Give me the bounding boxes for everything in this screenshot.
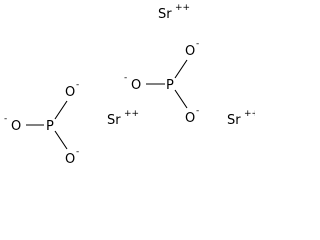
oxygen-bottom-down-charge: - (76, 147, 79, 157)
oxygen-atom-bottom-up: O (65, 85, 75, 100)
oxygen-bottom-left-charge: - (4, 114, 7, 124)
oxygen-top-up-charge: - (196, 39, 199, 49)
bond-bottom-p-o-down (54, 130, 68, 150)
chemical-structure: Sr ++ P O - - O O - Sr ++ Sr ++ P O - - … (4, 3, 255, 167)
sr-cation-middle-right-charge: ++ (244, 109, 255, 119)
oxygen-bottom-up-charge: - (76, 80, 79, 90)
oxygen-atom-top-left: O (131, 78, 141, 93)
sr-cation-middle-right: Sr (227, 113, 241, 128)
bond-top-p-o-up (174, 59, 188, 79)
sr-cation-top: Sr (158, 7, 172, 22)
sr-cation-middle-left: Sr (107, 113, 121, 128)
sr-cation-middle-left-charge: ++ (124, 109, 139, 119)
bond-bottom-p-o-up (54, 100, 68, 120)
bond-top-p-o-down (174, 89, 188, 109)
phosphorus-atom-top: P (166, 78, 174, 93)
phosphorus-atom-bottom: P (46, 119, 54, 134)
oxygen-top-down-charge: - (196, 106, 199, 116)
sr-cation-top-charge: ++ (175, 3, 190, 13)
oxygen-atom-bottom-down: O (65, 152, 75, 167)
oxygen-top-left-charge: - (124, 73, 127, 83)
oxygen-atom-top-up: O (185, 44, 195, 59)
oxygen-atom-bottom-left: O (11, 119, 21, 134)
oxygen-atom-top-down: O (185, 111, 195, 126)
